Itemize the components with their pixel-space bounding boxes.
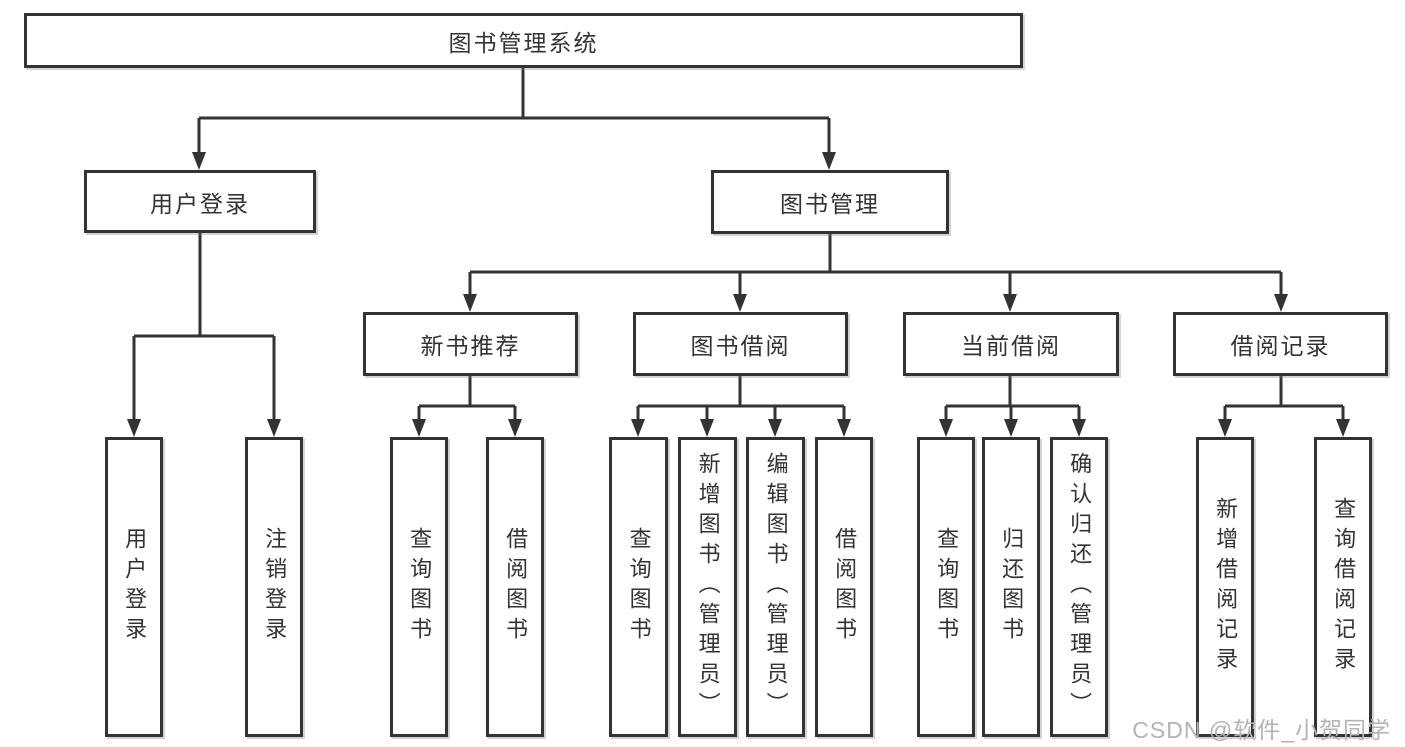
leaf-edit-books-admin-label: 编辑图书（管理员）	[763, 452, 789, 722]
node-book-borrowing: 图书借阅	[633, 312, 848, 376]
leaf-return-books-label: 归还图书	[999, 527, 1025, 647]
node-user-login-label: 用户登录	[150, 190, 250, 217]
leaf-logout-label: 注销登录	[262, 527, 288, 647]
node-book-management: 图书管理	[711, 170, 949, 234]
node-current-borrowing-label: 当前借阅	[961, 333, 1061, 359]
node-borrowing-records: 借阅记录	[1173, 312, 1388, 376]
leaf-return-books: 归还图书	[982, 437, 1040, 737]
node-library-system-label: 图书管理系统	[448, 29, 599, 56]
watermark: CSDN @软件_小贺同学	[1132, 717, 1391, 743]
leaf-query-borrow-record: 查询借阅记录	[1314, 437, 1372, 737]
node-new-book-recommend-label: 新书推荐	[420, 333, 521, 359]
leaf-borrow-books-borrowing: 借阅图书	[815, 437, 873, 737]
leaf-user-login: 用户登录	[105, 437, 163, 737]
leaf-query-books-recommend-label: 查询图书	[407, 527, 433, 647]
node-user-login: 用户登录	[84, 170, 316, 233]
leaf-borrow-books-recommend: 借阅图书	[486, 437, 544, 737]
leaf-add-books-admin: 新增图书（管理员）	[678, 437, 737, 737]
leaf-add-borrow-record: 新增借阅记录	[1196, 437, 1254, 737]
leaf-edit-books-admin: 编辑图书（管理员）	[746, 437, 805, 737]
leaf-query-books-borrowing: 查询图书	[609, 437, 668, 737]
leaf-user-login-label: 用户登录	[122, 527, 148, 647]
node-book-borrowing-label: 图书借阅	[690, 333, 791, 359]
node-current-borrowing: 当前借阅	[903, 312, 1119, 376]
leaf-query-books-recommend: 查询图书	[390, 437, 448, 737]
node-book-management-label: 图书管理	[780, 191, 880, 217]
leaf-query-books-current: 查询图书	[917, 437, 975, 737]
leaf-query-books-current-label: 查询图书	[934, 527, 960, 647]
node-borrowing-records-label: 借阅记录	[1230, 333, 1331, 359]
node-new-book-recommend: 新书推荐	[363, 312, 578, 376]
node-library-system: 图书管理系统	[24, 13, 1023, 68]
leaf-query-borrow-record-label: 查询借阅记录	[1331, 497, 1357, 677]
leaf-borrow-books-borrowing-label: 借阅图书	[832, 527, 858, 647]
leaf-query-books-borrowing-label: 查询图书	[626, 527, 652, 647]
leaf-logout: 注销登录	[245, 437, 303, 737]
leaf-confirm-return-admin-label: 确认归还（管理员）	[1067, 452, 1093, 722]
leaf-confirm-return-admin: 确认归还（管理员）	[1050, 437, 1108, 737]
leaf-add-borrow-record-label: 新增借阅记录	[1213, 497, 1239, 677]
leaf-borrow-books-recommend-label: 借阅图书	[503, 527, 529, 647]
leaf-add-books-admin-label: 新增图书（管理员）	[695, 452, 721, 722]
